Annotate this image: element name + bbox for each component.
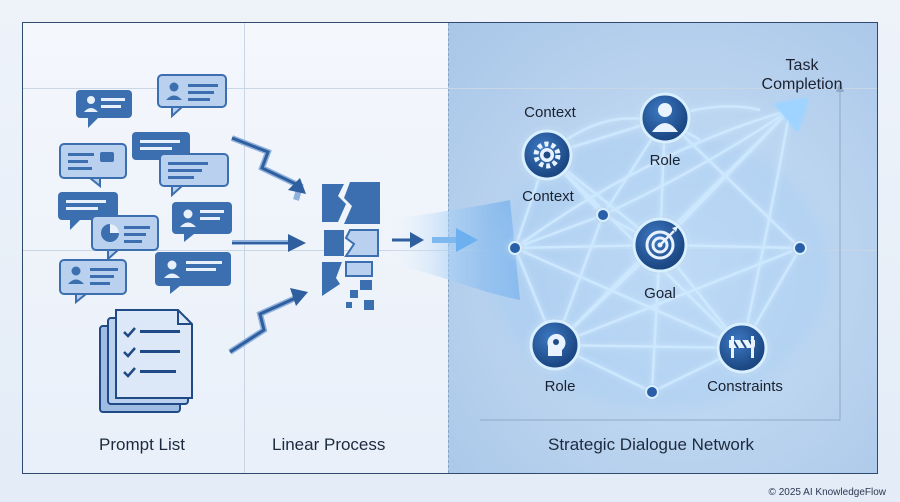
node-label-constraints: Constraints	[707, 378, 783, 395]
node-label-goal: Goal	[644, 285, 676, 302]
chat-icon	[59, 143, 127, 189]
task-arrow	[480, 82, 844, 421]
task-label-line: Completion	[761, 76, 843, 93]
column-title-linear-process: Linear Process	[272, 435, 386, 454]
copyright-footer: © 2025 AI KnowledgeFlow	[768, 487, 886, 498]
chat-icon	[155, 252, 231, 294]
head-icon	[639, 92, 691, 144]
node-label-context: Context	[522, 188, 574, 205]
column-title-network: Strategic Dialogue Network	[548, 435, 754, 454]
checklist-icon	[99, 309, 193, 413]
small-node	[508, 208, 807, 399]
broken-block-icon	[322, 182, 380, 310]
gear-icon	[521, 129, 573, 181]
diagram-frame	[22, 22, 878, 474]
task-completion-label: Task Completion	[756, 56, 848, 94]
chat-icon	[59, 259, 127, 305]
column-divider	[244, 23, 245, 473]
arrow-icon	[228, 288, 308, 355]
chat-bubble-cluster	[58, 74, 232, 305]
chat-icon	[91, 215, 159, 262]
flow-stream	[380, 200, 520, 300]
person-icon	[529, 319, 581, 371]
node-label-role: Role	[544, 378, 576, 395]
chat-icon	[76, 90, 132, 128]
column-title-prompt-list: Prompt List	[99, 435, 185, 454]
target-icon	[632, 217, 688, 273]
task-label-line: Task	[785, 57, 819, 74]
grid-line	[23, 88, 877, 89]
barrier-icon	[716, 322, 768, 374]
arrow-icon	[232, 234, 306, 252]
node-label-context: Context	[524, 104, 576, 121]
chat-icon	[172, 202, 232, 242]
node-label-role: Role	[649, 152, 681, 169]
chat-icon	[157, 74, 227, 119]
chat-icon	[58, 192, 118, 230]
chat-icon	[159, 153, 229, 198]
arrow-icon	[230, 135, 306, 201]
